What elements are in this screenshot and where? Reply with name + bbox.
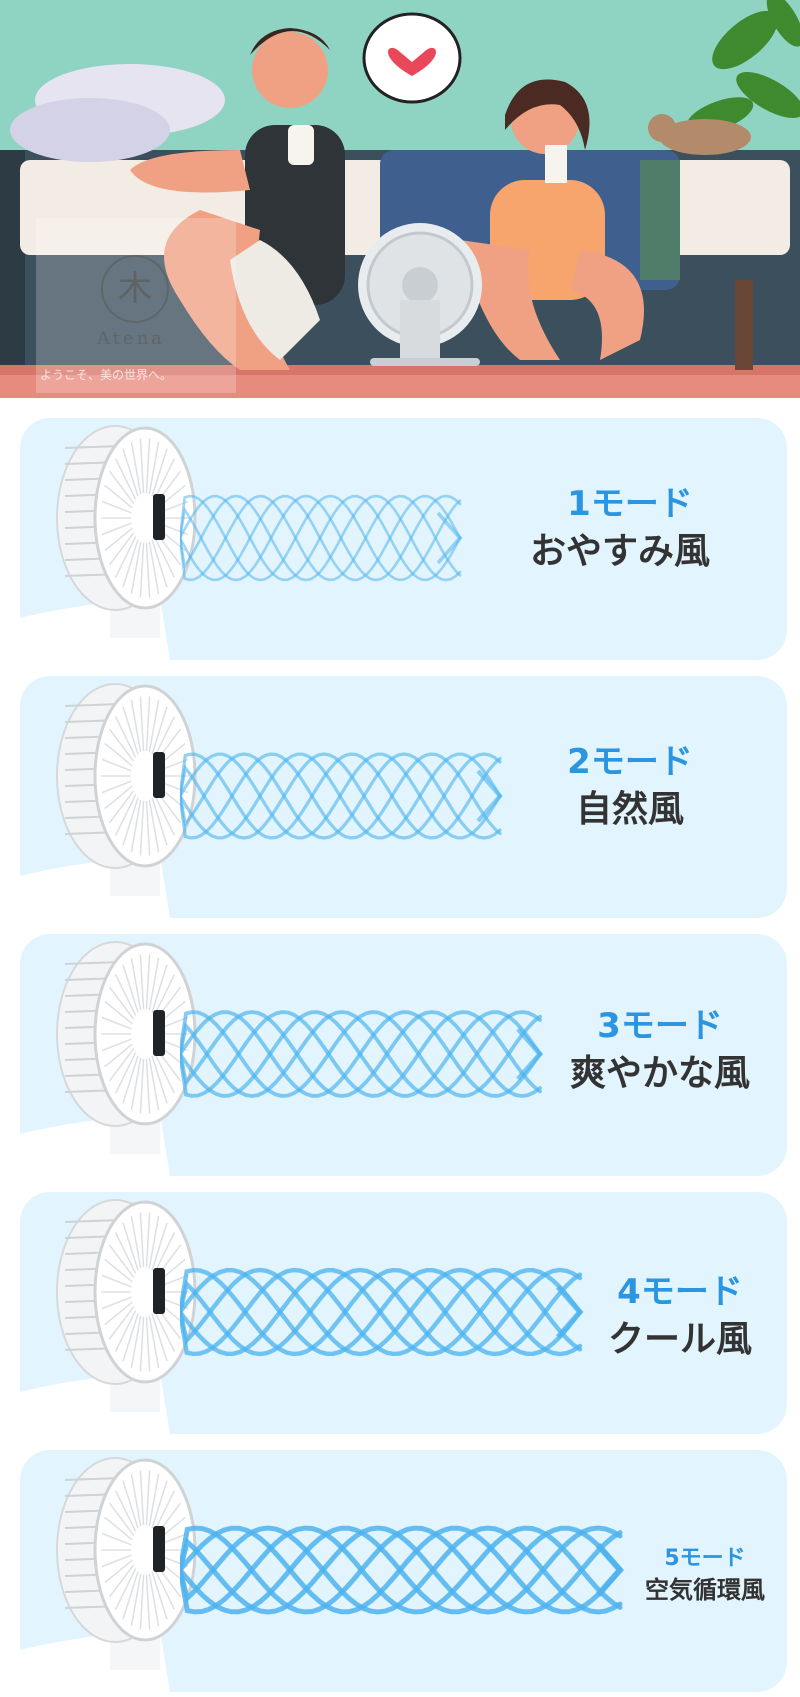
wind-waves-icon bbox=[180, 1010, 544, 1098]
watermark-tagline: ようこそ、美の世界へ。 bbox=[40, 368, 173, 382]
mode-card-3: 3モード 爽やかな風 bbox=[20, 934, 787, 1176]
mode-card-4: 4モード クール風 bbox=[20, 1192, 787, 1434]
mode-label: 2モード bbox=[567, 742, 693, 782]
mode-name: クール風 bbox=[607, 1319, 752, 1360]
heart-icon bbox=[388, 47, 436, 76]
mode-card-2: 2モード 自然風 bbox=[20, 676, 787, 918]
fan-icon bbox=[20, 941, 197, 1176]
watermark-logo: 木 bbox=[101, 255, 169, 323]
fan-icon bbox=[20, 1199, 197, 1434]
couple-with-fan-illustration bbox=[0, 0, 800, 398]
mode-name: 自然風 bbox=[575, 789, 684, 830]
fan-icon bbox=[20, 683, 197, 918]
hero-illustration: 木 Atena ようこそ、美の世界へ。 bbox=[0, 0, 800, 398]
mode-label: 1モード bbox=[567, 484, 693, 524]
watermark-brand-name: Atena bbox=[97, 328, 165, 349]
wind-waves-icon bbox=[180, 752, 503, 840]
mode-label: 5モード bbox=[664, 1546, 746, 1571]
mode-label: 3モード bbox=[597, 1006, 723, 1046]
fan-icon bbox=[20, 425, 197, 660]
mode-label: 4モード bbox=[617, 1272, 743, 1312]
mode-name: おやすみ風 bbox=[529, 531, 710, 572]
mode-card-1: 1モード おやすみ風 bbox=[20, 418, 787, 660]
wind-waves-icon bbox=[180, 1267, 584, 1357]
wind-waves-icon bbox=[180, 1525, 624, 1615]
mode-name: 爽やかな風 bbox=[569, 1053, 750, 1094]
mode-name: 空気循環風 bbox=[645, 1576, 765, 1604]
wind-waves-icon bbox=[180, 494, 463, 582]
mode-card-5: 5モード 空気循環風 bbox=[20, 1450, 787, 1692]
